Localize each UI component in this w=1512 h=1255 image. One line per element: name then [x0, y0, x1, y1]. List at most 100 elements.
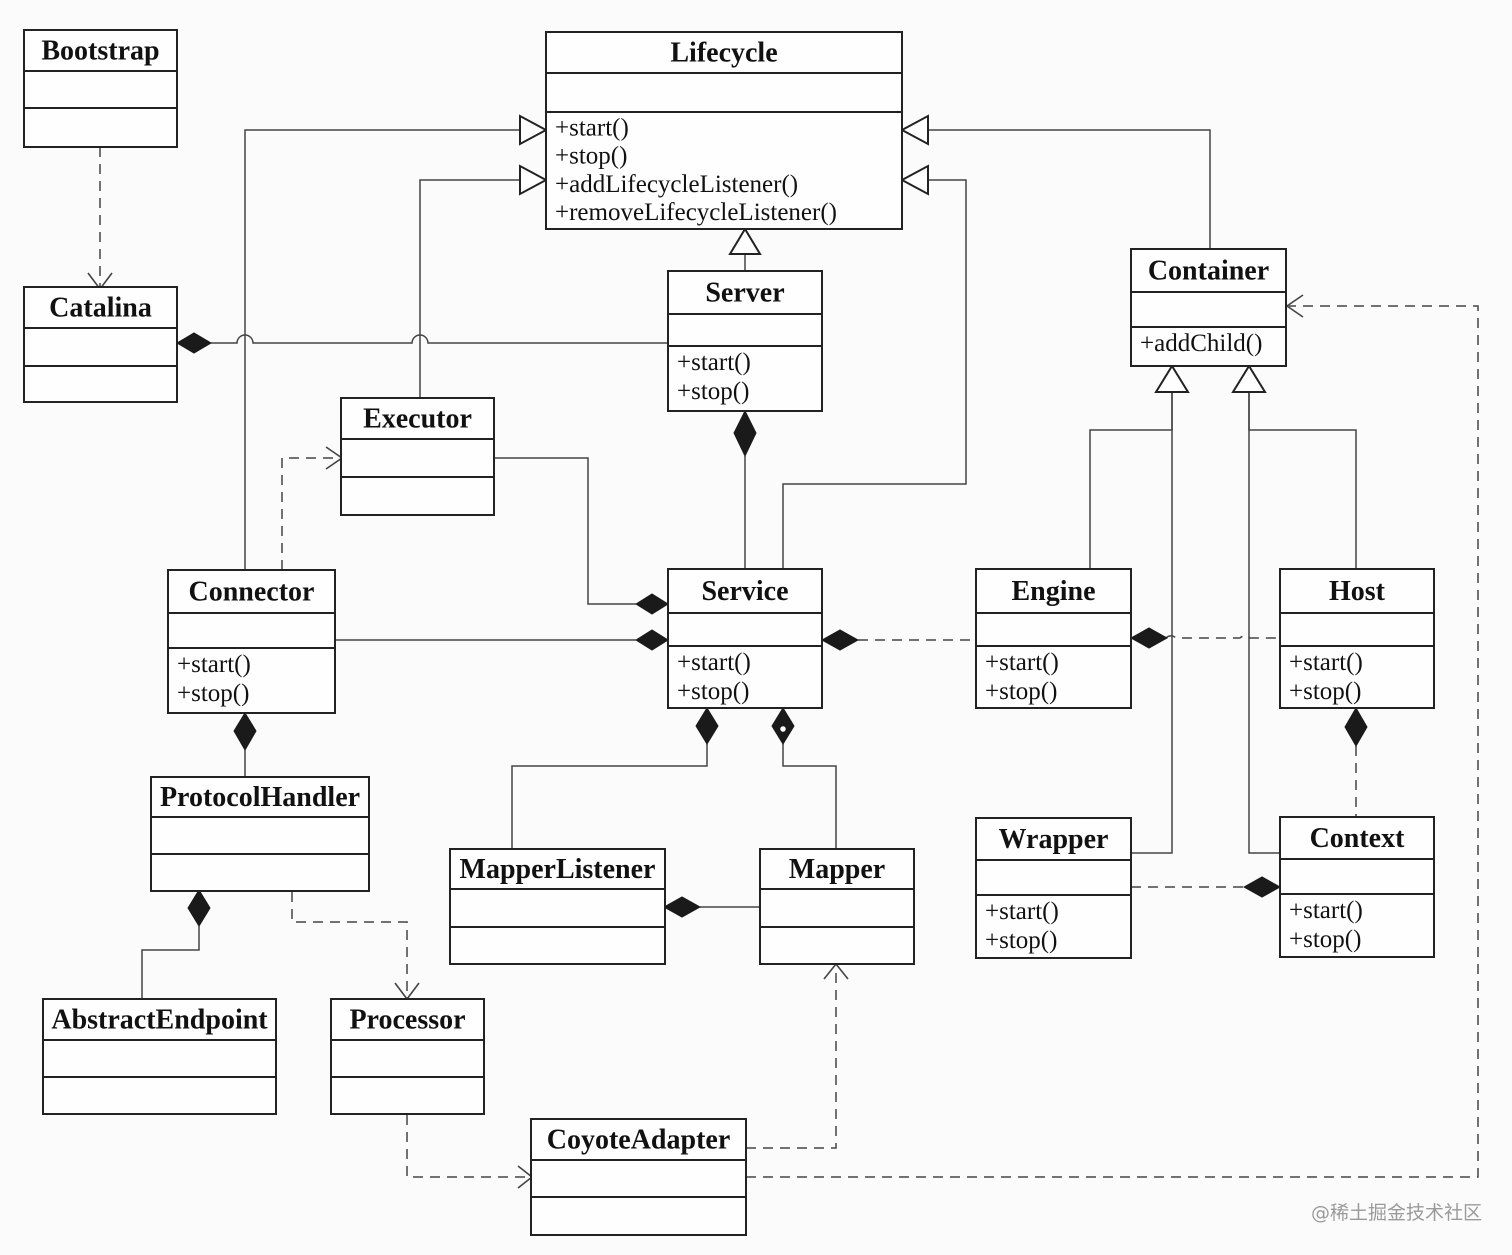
class-box-server: Server +start()+stop(): [667, 270, 823, 412]
triangle-container-lifecycle: [899, 114, 929, 146]
class-box-lifecycle: Lifecycle+start()+stop()+addLifecycleLis…: [545, 31, 903, 230]
diamond-catalina-server: [176, 332, 212, 354]
processor-class-name: Processor: [349, 1005, 465, 1036]
host-method: +stop(): [1289, 678, 1361, 705]
lifecycle-method: +addLifecycleListener(): [555, 171, 798, 198]
rel-context-container: [1248, 392, 1280, 854]
class-box-processor: Processor: [330, 998, 485, 1115]
host-class-name: Host: [1329, 576, 1386, 607]
watermark-text: @稀土掘金技术社区: [1310, 1202, 1482, 1224]
triangle-executor-lifecycle: [519, 164, 549, 196]
mapperlistener-class-name: MapperListener: [460, 854, 656, 885]
mapper-class-name: Mapper: [789, 854, 885, 885]
wrapper-method: +stop(): [985, 927, 1057, 954]
diamond-service-mapperlistener: [695, 707, 719, 745]
connector-method: +stop(): [177, 680, 249, 707]
diamond-executor-service: [635, 593, 669, 615]
rel-catalina-server: [211, 334, 668, 344]
triangle-server-lifecycle: [728, 227, 762, 255]
relationships: [99, 129, 1479, 1178]
rel-engine-container: [1089, 392, 1173, 570]
diamond-connector-service: [635, 629, 669, 651]
diamond-host-context: [1344, 707, 1368, 747]
processor-box-border: [330, 998, 485, 1115]
diamond-protocolhandler-endpoint: [187, 889, 211, 927]
triangle-engine-container: [1154, 364, 1190, 393]
mapperlistener-box-border: [449, 848, 666, 965]
class-box-engine: Engine +start()+stop(): [975, 568, 1132, 709]
wrapper-box-border: [975, 817, 1132, 959]
rel-protocolhandler-endpoint: [141, 926, 200, 999]
class-box-bootstrap: Bootstrap: [23, 29, 178, 148]
connector-method: +start(): [177, 651, 251, 678]
engine-method: +start(): [985, 649, 1059, 676]
rel-processor-coyoteadapter: [406, 1115, 530, 1178]
coyoteadapter-box-border: [530, 1118, 747, 1236]
rel-coyoteadapter-container: [746, 305, 1479, 1178]
class-box-container: Container +addChild(): [1130, 248, 1287, 367]
rel-coyoteadapter-mapper: [746, 966, 837, 1149]
class-box-connector: Connector+start()+stop(): [167, 569, 336, 714]
protocolhandler-box-border: [150, 776, 370, 892]
service-class-name: Service: [701, 576, 788, 607]
rel-wrapper-container: [1131, 392, 1173, 854]
container-method: +addChild(): [1140, 330, 1262, 357]
diamond-server-service: [733, 409, 757, 458]
rel-executor-service: [494, 457, 636, 605]
service-box-border: [667, 568, 823, 709]
lifecycle-box-border: [545, 31, 903, 230]
host-method: +start(): [1289, 649, 1363, 676]
context-box-border: [1279, 816, 1435, 958]
service-method: +start(): [677, 649, 751, 676]
class-box-service: Service+start()+stop(): [667, 568, 823, 709]
class-box-catalina: Catalina: [23, 286, 178, 403]
abstractendpoint-box-border: [42, 998, 277, 1115]
class-box-mapperlistener: MapperListener: [449, 848, 666, 965]
rel-executor-lifecycle: [419, 179, 520, 400]
rel-service-mapper: [782, 744, 837, 849]
server-class-name: Server: [705, 278, 784, 309]
lifecycle-method: +removeLifecycleListener(): [555, 199, 837, 226]
class-box-context: Context +start()+stop(): [1279, 816, 1435, 958]
class-box-coyoteadapter: CoyoteAdapter: [530, 1118, 747, 1236]
executor-class-name: Executor: [363, 404, 472, 435]
diamond-connector-protocolhandler: [233, 712, 257, 751]
class-boxes: Bootstrap Lifecycle+start()+stop()+addLif…: [23, 29, 1435, 1236]
container-box-border: [1130, 248, 1287, 367]
rel-container-lifecycle: [928, 129, 1211, 250]
engine-box-border: [975, 568, 1132, 709]
context-method: +start(): [1289, 897, 1363, 924]
class-box-executor: Executor: [340, 397, 495, 516]
context-method: +stop(): [1289, 926, 1361, 953]
container-class-name: Container: [1148, 256, 1269, 287]
rel-service-mapperlistener: [511, 744, 708, 849]
engine-method: +stop(): [985, 678, 1057, 705]
rel-protocolhandler-processor: [291, 892, 408, 996]
mapper-box-border: [759, 848, 915, 965]
server-method: +start(): [677, 349, 751, 376]
small-circle-service-mapper: [778, 724, 788, 734]
class-box-host: Host +start()+stop(): [1279, 568, 1435, 709]
wrapper-method: +start(): [985, 898, 1059, 925]
catalina-box-border: [23, 286, 178, 403]
rel-engine-host: [1165, 635, 1280, 639]
bootstrap-box-border: [23, 29, 178, 148]
triangle-connector-lifecycle: [519, 114, 549, 146]
executor-box-border: [340, 397, 495, 516]
coyoteadapter-class-name: CoyoteAdapter: [547, 1125, 731, 1156]
relationship-markers: [87, 114, 1368, 1189]
diamond-engine-host: [1129, 627, 1169, 649]
catalina-class-name: Catalina: [49, 293, 152, 324]
class-box-mapper: Mapper: [759, 848, 915, 965]
rel-service-lifecycle: [782, 179, 967, 570]
context-class-name: Context: [1310, 823, 1406, 854]
engine-class-name: Engine: [1011, 576, 1095, 607]
triangle-host-container: [1231, 364, 1267, 393]
server-method: +stop(): [677, 378, 749, 405]
class-box-protocolhandler: ProtocolHandler: [150, 776, 370, 892]
class-box-abstractendpoint: AbstractEndpoint: [42, 998, 277, 1115]
class-box-wrapper: Wrapper+start()+stop(): [975, 817, 1132, 959]
server-box-border: [667, 270, 823, 412]
